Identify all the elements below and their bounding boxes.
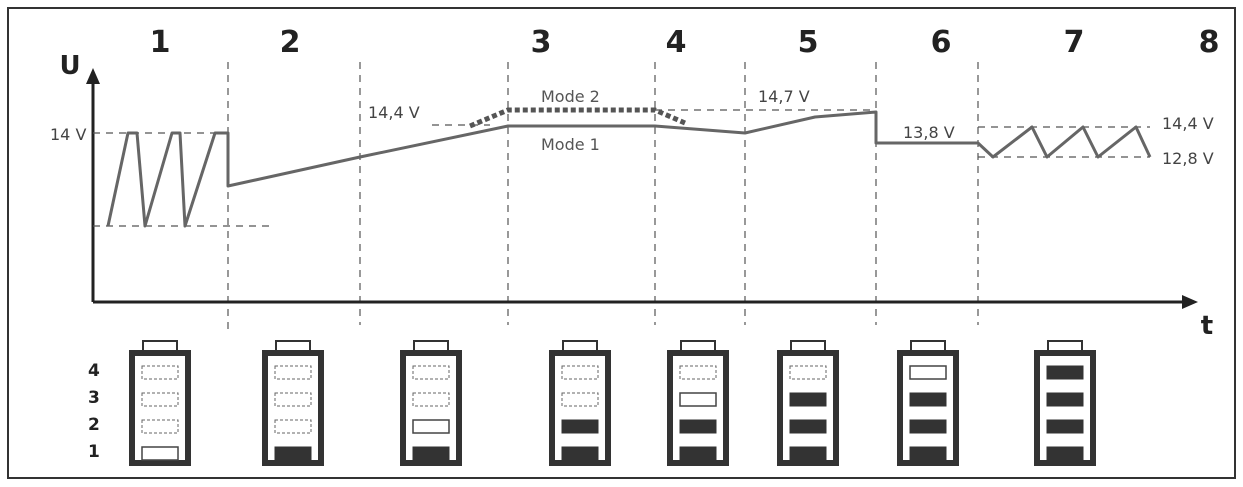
label-14-4v: 14,4 V bbox=[368, 103, 420, 122]
battery-cell-full bbox=[1046, 419, 1084, 434]
battery-cell-full bbox=[789, 419, 827, 434]
stage-number-2: 2 bbox=[280, 25, 301, 60]
battery-cell-full bbox=[679, 419, 717, 434]
battery-cell-empty bbox=[412, 365, 450, 380]
stage-separators bbox=[227, 62, 979, 330]
battery-cell-full bbox=[412, 446, 450, 461]
battery-cell-empty bbox=[561, 392, 599, 407]
charge-level-numbers: 4 3 2 1 bbox=[88, 361, 100, 462]
stage-number-1: 1 bbox=[150, 25, 171, 60]
battery-cell-empty bbox=[141, 392, 179, 407]
battery-stage-1 bbox=[129, 340, 191, 466]
battery-cell-empty bbox=[274, 365, 312, 380]
stage-number-4: 4 bbox=[666, 25, 687, 60]
stage-number-6: 6 bbox=[931, 25, 952, 60]
battery-cell-charging bbox=[909, 365, 947, 380]
battery-cell-empty bbox=[412, 392, 450, 407]
battery-cell-empty bbox=[274, 419, 312, 434]
mode-1-label: Mode 1 bbox=[541, 135, 600, 154]
battery-cell-full bbox=[909, 446, 947, 461]
battery-cell-empty bbox=[561, 365, 599, 380]
level-number-3: 3 bbox=[88, 388, 100, 408]
voltage-curve bbox=[106, 110, 1152, 228]
label-13-8v: 13,8 V bbox=[903, 123, 955, 142]
battery-cell-empty bbox=[789, 365, 827, 380]
axes: U t bbox=[59, 51, 1213, 341]
y-axis-arrow-icon bbox=[86, 68, 100, 84]
y-axis-label: U bbox=[59, 51, 80, 81]
battery-stage-5 bbox=[667, 340, 729, 466]
battery-cell-full bbox=[1046, 392, 1084, 407]
battery-stage-4 bbox=[549, 340, 611, 466]
battery-cell-empty bbox=[679, 365, 717, 380]
battery-stage-6 bbox=[777, 340, 839, 466]
mode-2-curve bbox=[469, 107, 686, 129]
x-axis-label: t bbox=[1201, 311, 1213, 341]
battery-cell-charging bbox=[679, 392, 717, 407]
stage-number-3: 3 bbox=[531, 25, 552, 60]
battery-cell-full bbox=[561, 446, 599, 461]
x-axis-arrow-icon bbox=[1182, 295, 1198, 309]
battery-cell-full bbox=[679, 446, 717, 461]
stage-number-7: 7 bbox=[1064, 25, 1085, 60]
battery-cell-empty bbox=[141, 419, 179, 434]
battery-cell-full bbox=[909, 392, 947, 407]
battery-cell-empty bbox=[141, 365, 179, 380]
stage-number-5: 5 bbox=[798, 25, 819, 60]
voltage-labels: 14 V 14,4 V 14,7 V 13,8 V 14,4 V 12,8 V bbox=[50, 87, 1214, 168]
battery-cell-full bbox=[561, 419, 599, 434]
label-14-4v-right: 14,4 V bbox=[1162, 114, 1214, 133]
mode-2-label: Mode 2 bbox=[541, 87, 600, 106]
battery-cell-charging bbox=[412, 419, 450, 434]
label-14v: 14 V bbox=[50, 125, 86, 144]
battery-cell-full bbox=[789, 392, 827, 407]
battery-stage-3 bbox=[400, 340, 462, 466]
level-number-2: 2 bbox=[88, 415, 100, 435]
battery-cell-full bbox=[909, 419, 947, 434]
battery-cell-full bbox=[1046, 365, 1084, 380]
battery-cell-full bbox=[1046, 446, 1084, 461]
battery-cell-empty bbox=[274, 392, 312, 407]
battery-cell-full bbox=[274, 446, 312, 461]
level-number-4: 4 bbox=[88, 361, 100, 381]
label-12-8v: 12,8 V bbox=[1162, 149, 1214, 168]
outer-frame bbox=[7, 7, 1236, 479]
level-number-1: 1 bbox=[88, 442, 100, 462]
battery-cell-charging bbox=[141, 446, 179, 461]
battery-body bbox=[549, 350, 611, 466]
stage-numbers: 1 2 3 4 5 6 7 8 bbox=[150, 25, 1220, 60]
battery-icons bbox=[129, 340, 1096, 466]
battery-stage-8 bbox=[1034, 340, 1096, 466]
battery-stage-2 bbox=[262, 340, 324, 466]
stage-number-8: 8 bbox=[1199, 25, 1220, 60]
battery-stage-7 bbox=[897, 340, 959, 466]
label-14-7v: 14,7 V bbox=[758, 87, 810, 106]
battery-cell-full bbox=[789, 446, 827, 461]
